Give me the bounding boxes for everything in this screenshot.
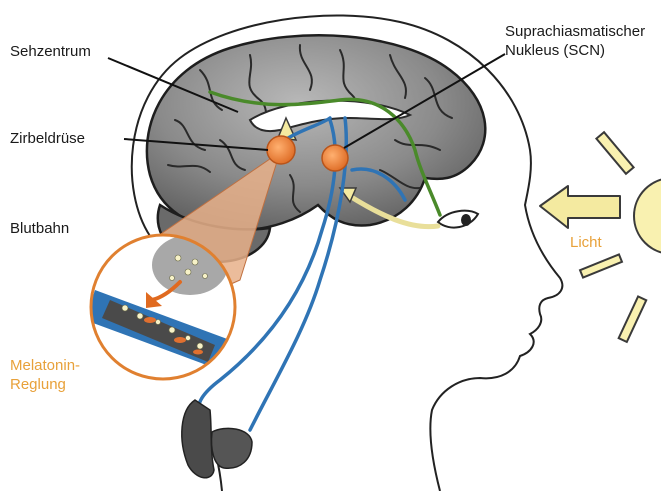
eye-icon: [438, 211, 478, 228]
label-melatonin-line2: Reglung: [10, 375, 80, 394]
label-licht: Licht: [570, 233, 602, 252]
label-scn-line2: Nukleus (SCN): [505, 41, 645, 60]
label-melatonin-line1: Melatonin-: [10, 356, 80, 375]
melatonin-detail-circle: [85, 235, 235, 379]
label-scn: Suprachiasmatischer Nukleus (SCN): [505, 22, 645, 60]
pineal-gland: [267, 136, 295, 164]
label-sehzentrum: Sehzentrum: [10, 42, 91, 61]
scn-nucleus: [322, 145, 348, 171]
label-melatonin-regulation: Melatonin- Reglung: [10, 356, 80, 394]
spinal-cord: [182, 400, 214, 478]
label-scn-line1: Suprachiasmatischer: [505, 22, 645, 41]
cervical-ganglion: [212, 428, 253, 468]
sun-icon: [634, 178, 661, 254]
label-blutbahn: Blutbahn: [10, 219, 69, 238]
light-arrow-icon: [540, 186, 620, 228]
label-zirbeldruese: Zirbeldrüse: [10, 129, 85, 148]
